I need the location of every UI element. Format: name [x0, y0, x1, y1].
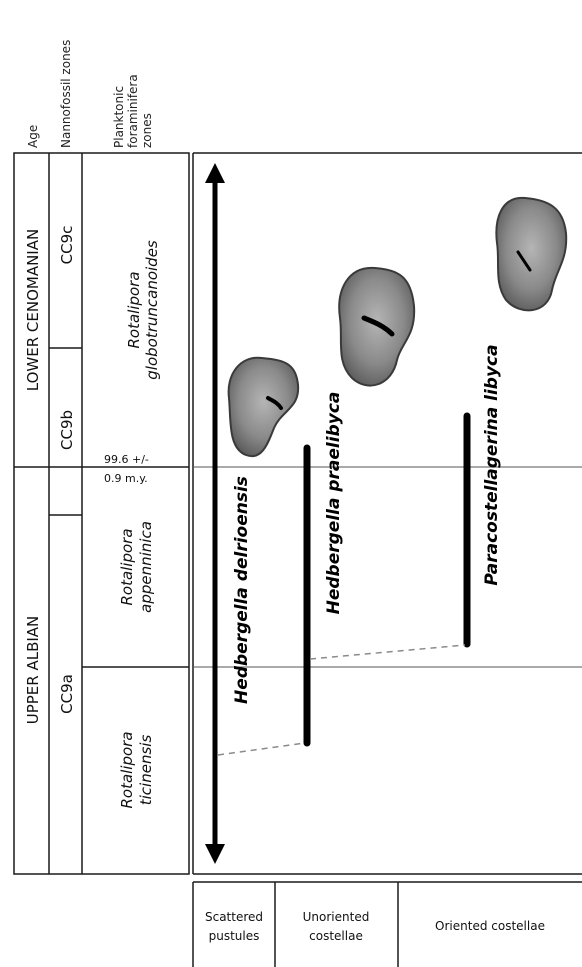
foram-zone-globotruncanoides-line2: globotruncanoides [143, 240, 161, 380]
zone-cc9c: CC9c [58, 226, 76, 265]
species-label-praelibyca: Hedbergella praelibyca [324, 392, 344, 615]
foram-zone-ticinensis-line2: ticinensis [137, 735, 155, 806]
foram-zone-appenninica-line2: appenninica [137, 521, 155, 613]
foram-zone-appenninica: Rotalipora appenninica [118, 521, 155, 613]
foram-zone-ticinensis: Rotalipora ticinensis [118, 731, 155, 808]
stage-upper-albian: UPPER ALBIAN [24, 616, 42, 725]
header-nannofossil-zones: Nannofossil zones [59, 40, 73, 148]
species-label-libyca: Paracostellagerina libyca [482, 344, 502, 585]
header-foraminifera-line2: foraminifera [126, 74, 140, 148]
column-headers: Age Nannofossil zones Planktonic foramin… [26, 40, 154, 148]
range-delrioensis [205, 163, 225, 864]
ornament-scattered-line2: pustules [209, 929, 260, 943]
zone-cc9b: CC9b [58, 410, 76, 450]
boundary-age-line1: 99.6 +/- [104, 453, 149, 466]
stage-lower-cenomanian: LOWER CENOMANIAN [24, 229, 42, 391]
ornament-oriented: Oriented costellae [435, 919, 545, 933]
fossil-illustration-delrioensis [229, 358, 299, 456]
foram-zone-globotruncanoides: Rotalipora globotruncanoides [125, 240, 161, 380]
arrow-down-icon [205, 844, 225, 864]
header-foraminifera-line3: zones [140, 113, 154, 148]
zone-cc9a: CC9a [58, 674, 76, 714]
dashed-link-praelibyca-libyca [310, 645, 465, 659]
fossil-illustration-praelibyca [339, 268, 414, 386]
ornament-scattered-line1: Scattered [205, 910, 263, 924]
ornament-unoriented-line1: Unoriented [303, 910, 370, 924]
foram-zone-globotruncanoides-line1: Rotalipora [125, 271, 143, 348]
foram-zone-ticinensis-line1: Rotalipora [118, 731, 136, 808]
ornament-unoriented-line2: costellae [309, 929, 363, 943]
fossil-illustration-libyca [496, 198, 566, 310]
boundary-age-line2: 0.9 m.y. [104, 472, 148, 485]
arrow-up-icon [205, 163, 225, 183]
header-age: Age [26, 125, 40, 148]
header-foraminifera-line1: Planktonic [112, 86, 126, 148]
foram-zone-appenninica-line1: Rotalipora [118, 528, 136, 605]
dashed-link-delrioensis-praelibyca [218, 743, 305, 755]
species-label-delrioensis: Hedbergella delrioensis [232, 476, 252, 704]
